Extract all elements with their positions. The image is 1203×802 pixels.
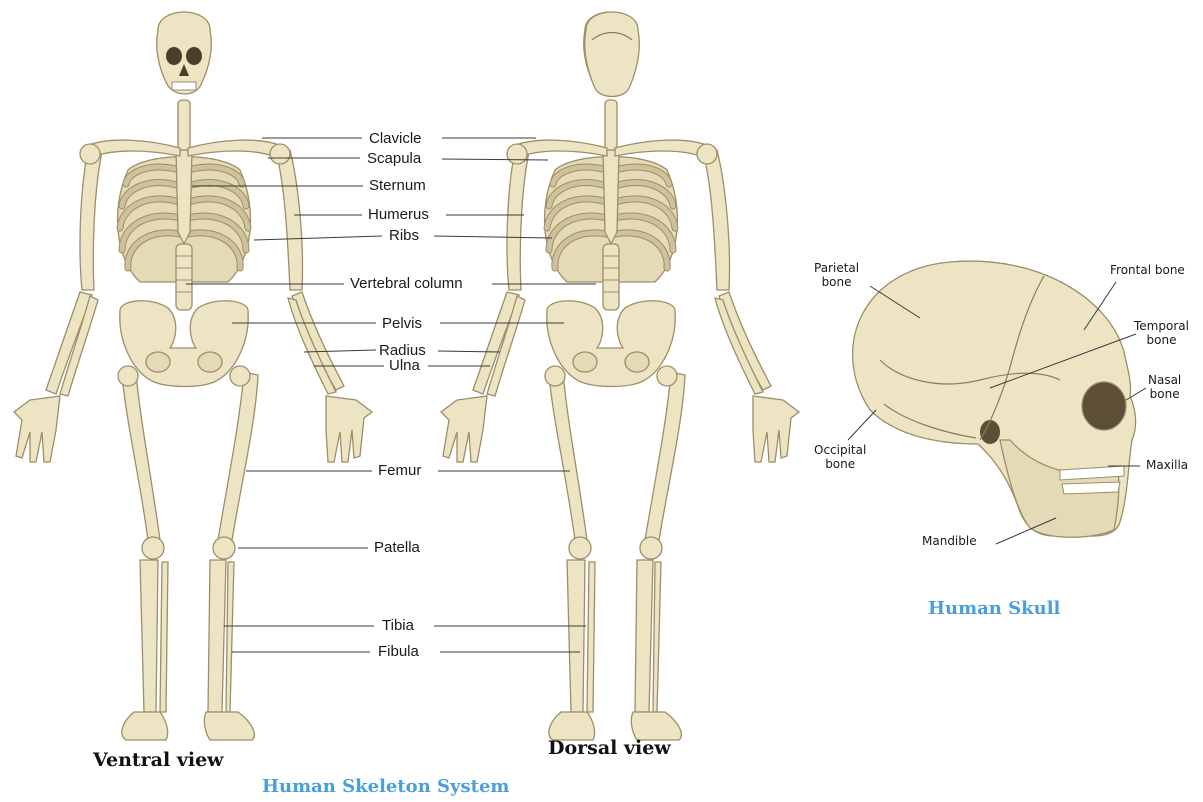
label-femur: Femur [378, 463, 421, 478]
label-tibia: Tibia [382, 618, 414, 633]
label-temporal-bone: Temporal bone [1134, 320, 1189, 348]
label-radius: Radius [379, 343, 426, 358]
label-pelvis: Pelvis [382, 316, 422, 331]
label-patella: Patella [374, 540, 420, 555]
label-clavicle: Clavicle [369, 131, 422, 146]
label-occipital-bone: Occipital bone [814, 444, 866, 472]
label-maxilla: Maxilla [1146, 459, 1188, 473]
label-fibula: Fibula [378, 644, 419, 659]
label-parietal-bone: Parietal bone [814, 262, 859, 290]
label-vertebral-column: Vertebral column [350, 276, 463, 291]
label-frontal-bone: Frontal bone [1110, 264, 1185, 278]
skeleton-caption: Human Skeleton System [262, 776, 509, 797]
skull-figure [848, 261, 1146, 544]
ventral-view-title: Ventral view [93, 749, 224, 771]
label-mandible: Mandible [922, 535, 977, 549]
label-ribs: Ribs [389, 228, 419, 243]
dorsal-view-title: Dorsal view [548, 737, 671, 759]
label-humerus: Humerus [368, 207, 429, 222]
label-scapula: Scapula [367, 151, 421, 166]
label-sternum: Sternum [369, 178, 426, 193]
label-ulna: Ulna [389, 358, 420, 373]
label-nasal-bone: Nasal bone [1148, 374, 1181, 402]
skull-caption: Human Skull [928, 598, 1060, 619]
